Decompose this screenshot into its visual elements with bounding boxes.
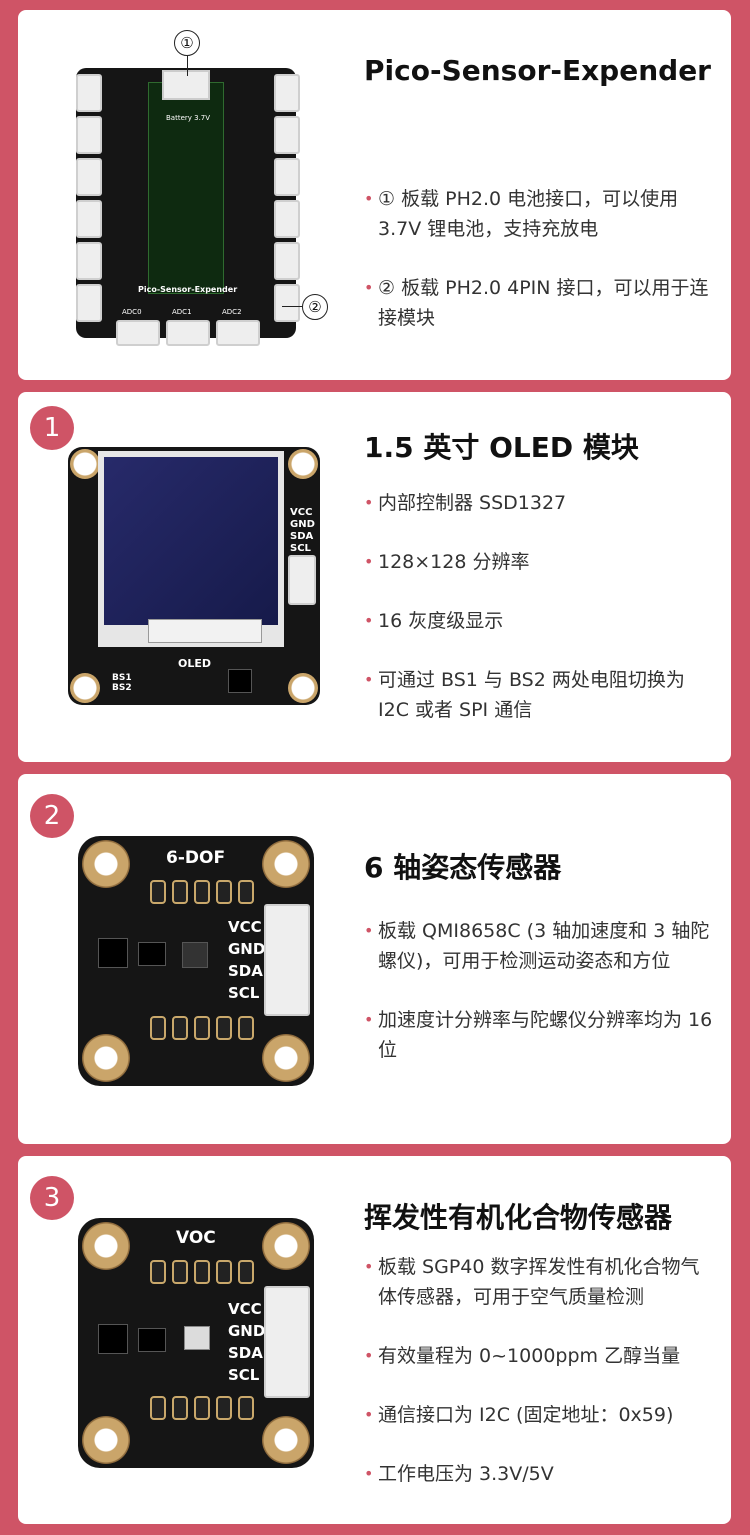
bullet-item: 加速度计分辨率与陀螺仪分辨率均为 16 位 xyxy=(364,1005,714,1065)
pin-gnd-label: GND xyxy=(290,519,315,530)
card-6dof-sensor: 2 6-DOF VCC GND SDA SCL 6 轴姿态传感器 板载 QMI8… xyxy=(18,774,731,1144)
section-title: 1.5 英寸 OLED 模块 xyxy=(364,431,639,464)
bullet-item: 有效量程为 0~1000ppm 乙醇当量 xyxy=(364,1341,714,1371)
oled-board-image: VCC GND SDA SCL OLED BS1 BS2 xyxy=(68,447,320,705)
oled-label: OLED xyxy=(178,657,212,670)
bullet-item: 内部控制器 SSD1327 xyxy=(364,488,714,518)
battery-label: Battery 3.7V xyxy=(166,114,211,122)
bullet-item: 通信接口为 I2C (固定地址：0x59) xyxy=(364,1400,714,1430)
section-title: 6 轴姿态传感器 xyxy=(364,851,562,884)
bullet-item: 可通过 BS1 与 BS2 两处电阻切换为I2C 或者 SPI 通信 xyxy=(364,665,714,725)
bullet-item: 工作电压为 3.3V/5V xyxy=(364,1459,714,1489)
bullet-list: 板载 SGP40 数字挥发性有机化合物气体传感器，可用于空气质量检测 有效量程为… xyxy=(364,1252,714,1518)
bullet-list: ① 板载 PH2.0 电池接口，可以使用 3.7V 锂电池，支持充放电 ② 板载… xyxy=(364,184,714,362)
section-number-badge: 1 xyxy=(30,406,74,450)
board-6dof-label: 6-DOF xyxy=(166,848,226,868)
callout-1: ① xyxy=(174,30,200,56)
adc0-label: ADC0 xyxy=(122,308,142,316)
bullet-list: 内部控制器 SSD1327 128×128 分辨率 16 灰度级显示 可通过 B… xyxy=(364,488,714,754)
pin-gnd-label: GND xyxy=(228,940,266,958)
pin-vcc-label: VCC xyxy=(228,1300,262,1318)
imu-board-image: 6-DOF VCC GND SDA SCL xyxy=(78,836,314,1086)
section-number-badge: 2 xyxy=(30,794,74,838)
section-title: 挥发性有机化合物传感器 xyxy=(364,1201,673,1234)
bullet-item: 板载 QMI8658C (3 轴加速度和 3 轴陀螺仪)，可用于检测运动姿态和方… xyxy=(364,916,714,976)
section-number-badge: 3 xyxy=(30,1176,74,1220)
pin-scl-label: SCL xyxy=(290,543,311,554)
bullet-item: ① 板载 PH2.0 电池接口，可以使用 3.7V 锂电池，支持充放电 xyxy=(364,184,714,244)
bullet-item: 板载 SGP40 数字挥发性有机化合物气体传感器，可用于空气质量检测 xyxy=(364,1252,714,1312)
callout-2: ② xyxy=(302,294,328,320)
bullet-list: 板载 QMI8658C (3 轴加速度和 3 轴陀螺仪)，可用于检测运动姿态和方… xyxy=(364,916,714,1094)
pin-scl-label: SCL xyxy=(228,1366,260,1384)
pin-sda-label: SDA xyxy=(290,531,314,542)
pin-vcc-label: VCC xyxy=(290,507,313,518)
pin-sda-label: SDA xyxy=(228,1344,263,1362)
board-voc-label: VOC xyxy=(176,1228,216,1248)
pin-sda-label: SDA xyxy=(228,962,263,980)
pin-vcc-label: VCC xyxy=(228,918,262,936)
pico-expander-board-image: Battery 3.7V Pico-Sensor-Expender ADC0 A… xyxy=(76,30,328,360)
adc2-label: ADC2 xyxy=(222,308,242,316)
adc1-label: ADC1 xyxy=(172,308,192,316)
bullet-item: ② 板载 PH2.0 4PIN 接口，可以用于连接模块 xyxy=(364,273,714,333)
pin-scl-label: SCL xyxy=(228,984,260,1002)
voc-board-image: VOC VCC GND SDA SCL xyxy=(78,1218,314,1468)
bs1-label: BS1 xyxy=(112,673,132,683)
card-pico-sensor-expender: Battery 3.7V Pico-Sensor-Expender ADC0 A… xyxy=(18,10,731,380)
bullet-item: 128×128 分辨率 xyxy=(364,547,714,577)
section-title: Pico-Sensor-Expender xyxy=(364,54,711,87)
pin-gnd-label: GND xyxy=(228,1322,266,1340)
bs2-label: BS2 xyxy=(112,683,132,693)
card-voc-sensor: 3 VOC VCC GND SDA SCL 挥发性有机化合物传感器 板载 SGP… xyxy=(18,1156,731,1524)
bullet-item: 16 灰度级显示 xyxy=(364,606,714,636)
board-name-label: Pico-Sensor-Expender xyxy=(138,285,238,294)
card-oled-module: 1 VCC GND SDA SCL OLED BS1 BS2 1.5 英寸 OL… xyxy=(18,392,731,762)
